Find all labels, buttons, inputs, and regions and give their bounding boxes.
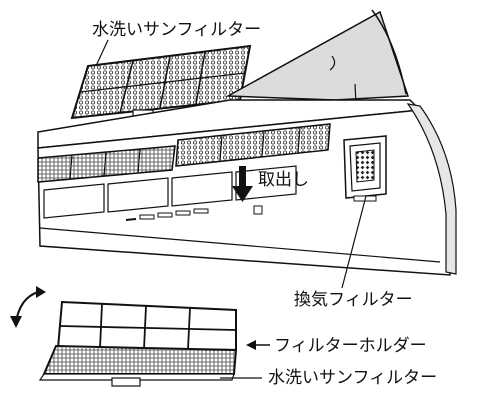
- label-top-sun-filter: 水洗いサンフィルター: [92, 20, 262, 40]
- top-filter-leader: [95, 39, 109, 67]
- filter-holder: [56, 300, 237, 352]
- rotate-arrow-icon: [10, 286, 46, 328]
- filter-holder-leader: [246, 340, 270, 350]
- label-ventilation-filter: 換気フィルター: [294, 290, 413, 310]
- latch: [253, 205, 263, 215]
- label-bottom-sun-filter: 水洗いサンフィルター: [268, 368, 438, 388]
- label-remove: 取出し: [258, 170, 309, 190]
- remove-arrow-icon: [232, 166, 253, 202]
- aircon-unit: [37, 9, 457, 276]
- ventilation-filter-leader: [341, 195, 367, 289]
- label-filter-holder: フィルターホルダー: [274, 336, 427, 356]
- bottom-sun-filter: [38, 344, 238, 387]
